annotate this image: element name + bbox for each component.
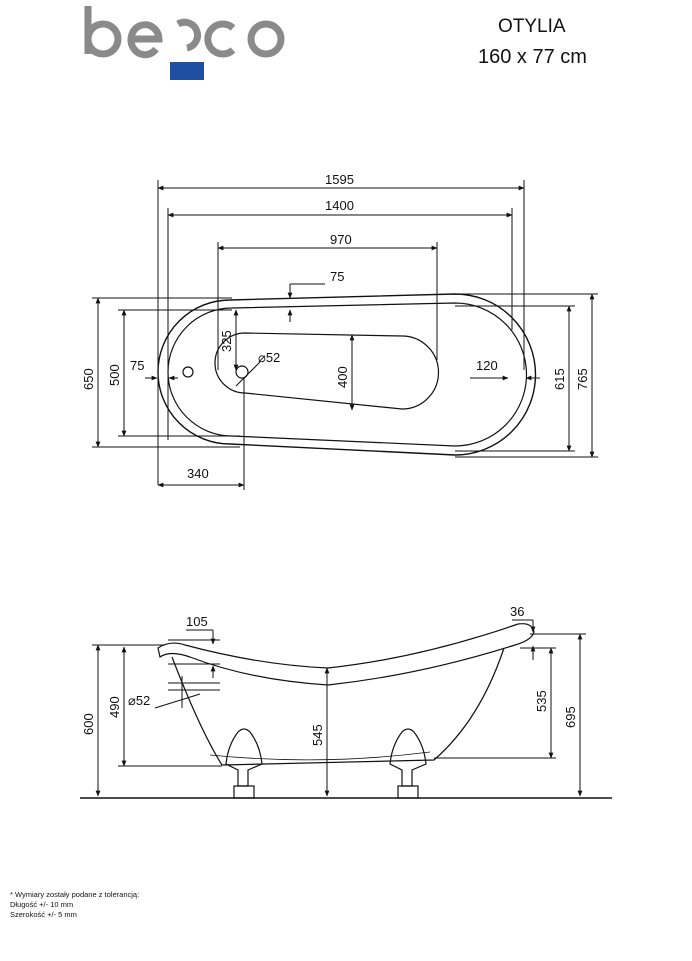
dim-615: 615 (552, 368, 567, 390)
tolerance-notes: * Wymiary zostały podane z tolerancją: D… (10, 890, 139, 920)
dim-695: 695 (563, 706, 578, 728)
dim-overflow-dia: ⌀52 (128, 693, 150, 708)
top-view-dimensions (92, 180, 598, 490)
besco-logo (84, 6, 285, 80)
side-view-labels: 105 36 600 490 ⌀52 545 535 695 (81, 604, 578, 746)
dim-340: 340 (187, 466, 209, 481)
dim-600: 600 (81, 713, 96, 735)
dim-75-left: 75 (130, 358, 144, 373)
note-line-1: * Wymiary zostały podane z tolerancją: (10, 890, 140, 899)
tub-rim-top (157, 623, 535, 686)
dim-765: 765 (575, 368, 590, 390)
dim-545: 545 (310, 724, 325, 746)
logo-blue-block (170, 62, 204, 80)
note-line-3: Szerokość +/- 5 mm (10, 910, 77, 919)
right-foot (389, 728, 427, 787)
note-line-2: Długość +/- 10 mm (10, 900, 74, 909)
dim-650: 650 (81, 368, 96, 390)
dim-120: 120 (476, 358, 498, 373)
dim-75-top: 75 (330, 269, 344, 284)
dim-500: 500 (107, 364, 122, 386)
logo-letters (84, 6, 285, 59)
right-foot-pad (397, 785, 419, 799)
tub-body (171, 647, 505, 766)
dim-1400: 1400 (325, 198, 354, 213)
side-view (80, 623, 612, 799)
dim-1595: 1595 (325, 172, 354, 187)
side-view-dimensions (92, 619, 586, 797)
tub-inner-line (209, 751, 431, 761)
overflow-hole (182, 366, 194, 378)
dim-325: 325 (219, 330, 234, 352)
dim-drain-dia: ⌀52 (258, 350, 280, 365)
tub-inner-rim (167, 302, 528, 447)
left-foot-pad (233, 785, 255, 799)
dim-490: 490 (107, 696, 122, 718)
drain-hole (235, 365, 249, 379)
model-name: OTYLIA (498, 16, 566, 37)
top-view-labels: 1595 1400 970 75 650 500 75 325 ⌀52 400 … (81, 172, 590, 481)
model-size: 160 x 77 cm (478, 46, 587, 68)
dim-105: 105 (186, 614, 208, 629)
dim-535: 535 (534, 690, 549, 712)
left-foot (225, 728, 263, 787)
dim-970: 970 (330, 232, 352, 247)
dim-36: 36 (510, 604, 524, 619)
tub-outer-outline (157, 293, 537, 456)
tub-basin (214, 332, 440, 410)
dim-400: 400 (335, 366, 350, 388)
